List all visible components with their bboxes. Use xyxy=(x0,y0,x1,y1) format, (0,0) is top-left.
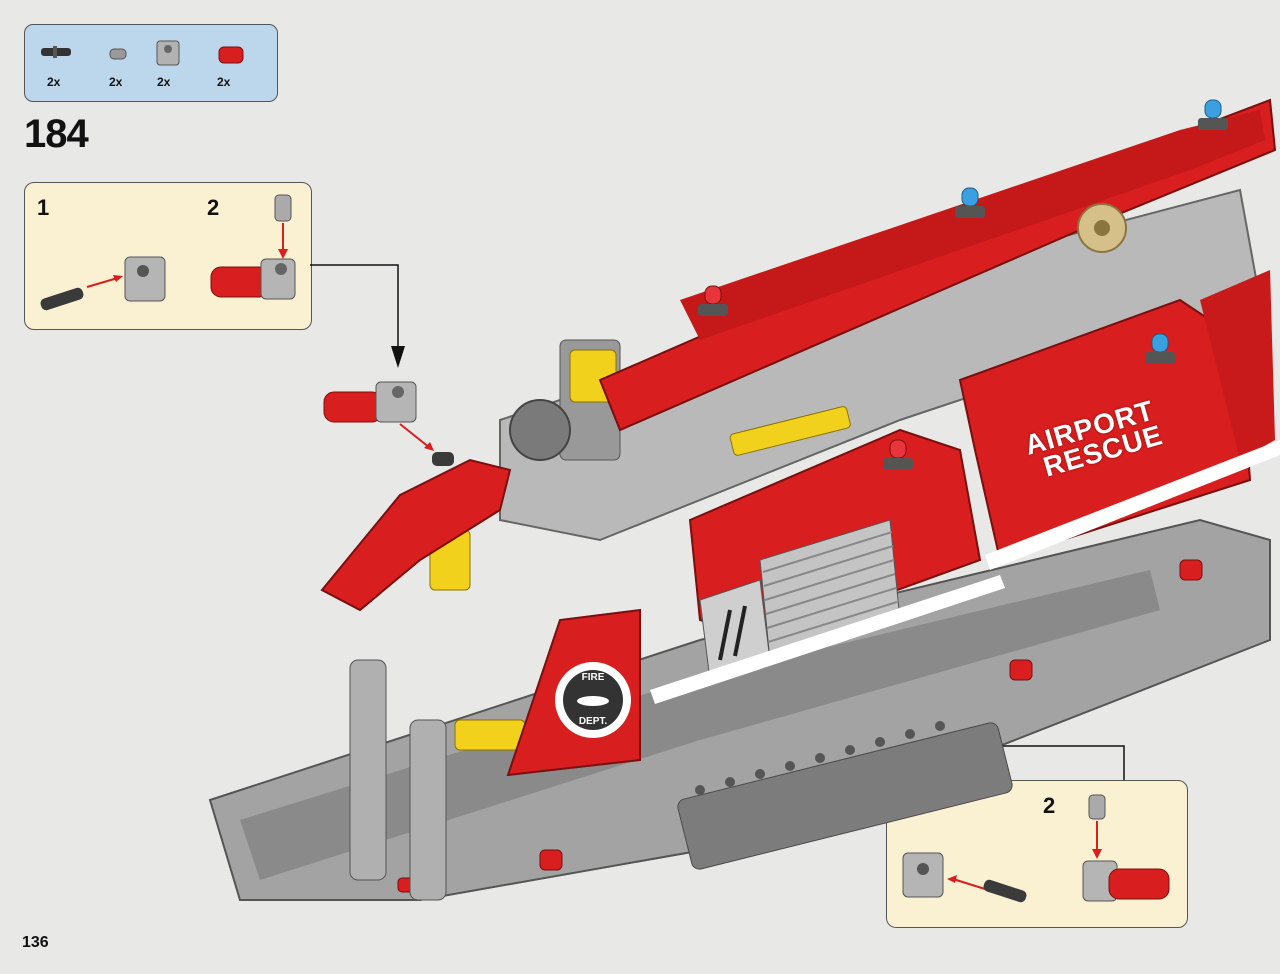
sub-step-2-number: 2 xyxy=(1043,793,1056,818)
black-axle-pin-icon xyxy=(41,46,71,58)
sub-assembly-illustration xyxy=(902,794,1170,903)
badge-bottom-text: DEPT. xyxy=(579,716,608,727)
page-number: 136 xyxy=(22,934,49,951)
part-qty: 2x xyxy=(217,75,231,89)
part-qty: 2x xyxy=(47,75,61,89)
step-number: 184 xyxy=(24,112,89,156)
sub-assembly-callout-top: 1 2 xyxy=(24,182,312,330)
gray-connector-block-icon xyxy=(156,40,180,66)
sub-step-1-number: 1 xyxy=(37,195,50,220)
badge-top-text: FIRE xyxy=(582,672,605,683)
sub-assembly-illustration xyxy=(40,194,296,311)
gray-pin-icon xyxy=(109,48,127,60)
part-qty: 2x xyxy=(157,75,171,89)
parts-list-box: 2x 2x 2x 2x xyxy=(24,24,278,102)
red-beam-icon xyxy=(218,46,244,64)
sub-step-2-number: 2 xyxy=(207,195,220,220)
part-qty: 2x xyxy=(109,75,123,89)
